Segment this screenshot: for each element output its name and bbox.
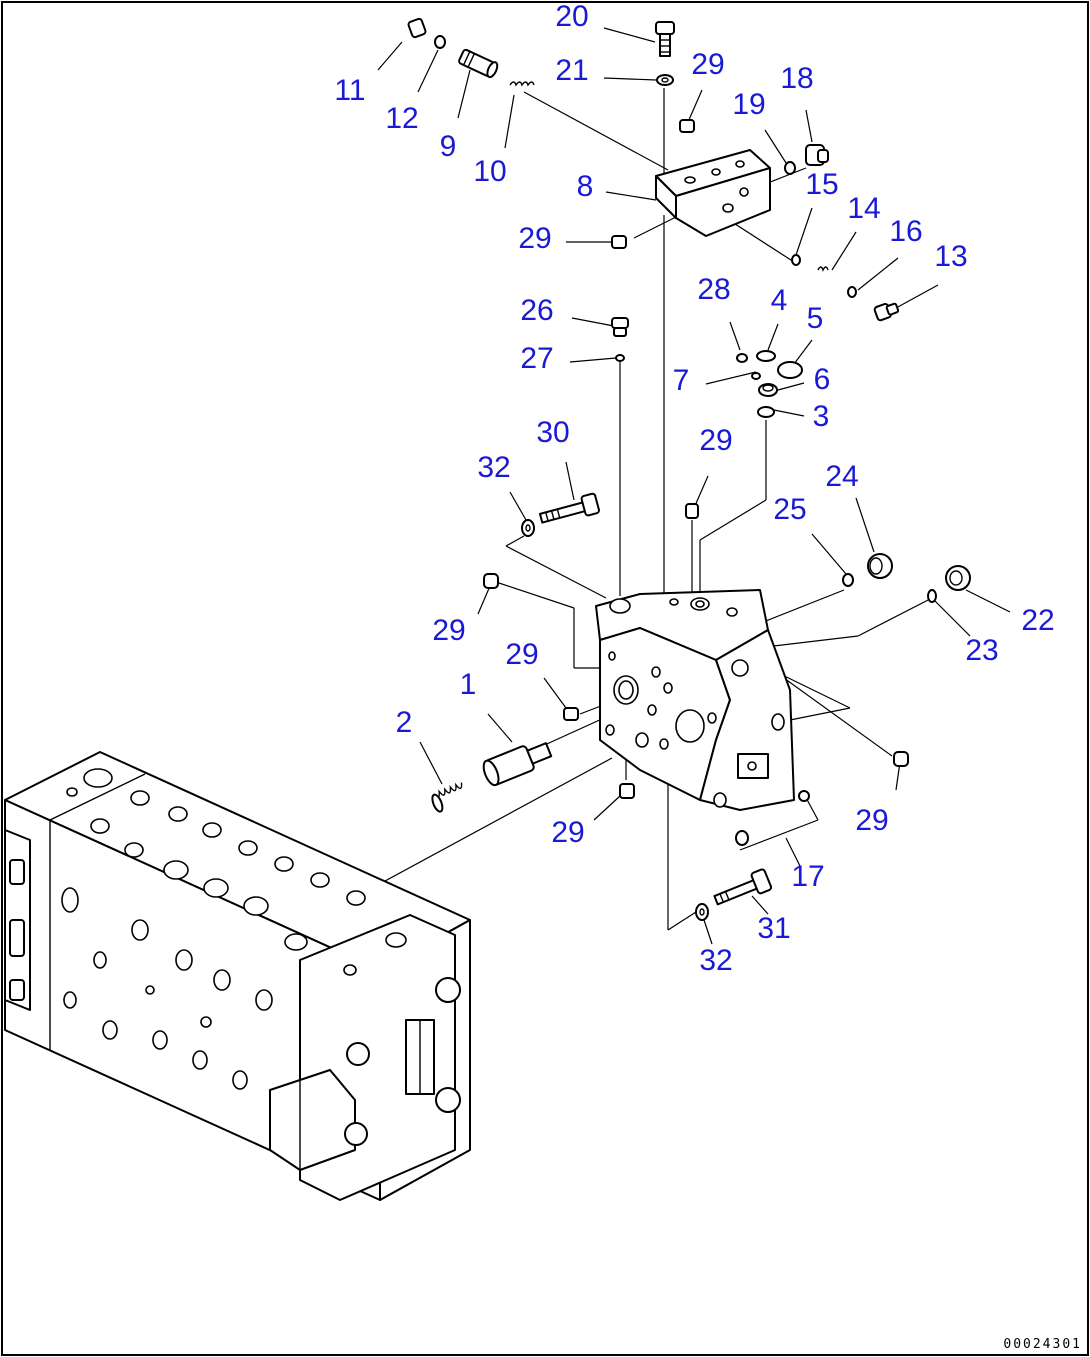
callout-6: 6 bbox=[814, 363, 831, 396]
callout-31: 31 bbox=[757, 912, 790, 945]
callout-7: 7 bbox=[673, 364, 690, 397]
callout-3: 3 bbox=[813, 400, 830, 433]
callout-16: 16 bbox=[889, 215, 922, 248]
callout-29-spool: 29 bbox=[505, 638, 538, 671]
callout-20: 20 bbox=[555, 0, 588, 33]
callout-11: 11 bbox=[334, 74, 365, 107]
callout-32-bottom: 32 bbox=[699, 944, 732, 977]
callout-24: 24 bbox=[825, 460, 858, 493]
callout-29-top: 29 bbox=[691, 48, 724, 81]
section-valve-block bbox=[595, 589, 795, 811]
drawing-code: 00024301 bbox=[1003, 1337, 1082, 1352]
callout-28: 28 bbox=[697, 273, 730, 306]
callout-29-left: 29 bbox=[432, 614, 465, 647]
callout-4: 4 bbox=[771, 284, 788, 317]
callout-17: 17 bbox=[791, 860, 824, 893]
leader-lines bbox=[349, 27, 1011, 945]
cover-block bbox=[655, 149, 771, 237]
callout-30: 30 bbox=[536, 416, 569, 449]
callout-13: 13 bbox=[934, 240, 967, 273]
callout-8: 8 bbox=[577, 170, 594, 203]
callout-23: 23 bbox=[965, 634, 998, 667]
callout-26: 26 bbox=[520, 294, 553, 327]
callout-25: 25 bbox=[773, 493, 806, 526]
callout-15: 15 bbox=[805, 168, 838, 201]
callout-29-mid: 29 bbox=[699, 424, 732, 457]
callout-2: 2 bbox=[396, 706, 413, 739]
callout-14: 14 bbox=[847, 192, 880, 225]
callout-labels: 20 11 12 9 10 21 29 18 19 8 15 14 16 13 … bbox=[334, 0, 1054, 977]
callout-32-top: 32 bbox=[477, 451, 510, 484]
callout-27: 27 bbox=[520, 342, 553, 375]
small-parts bbox=[407, 17, 971, 921]
callout-5: 5 bbox=[807, 302, 824, 335]
callout-29-cover: 29 bbox=[518, 222, 551, 255]
callout-29-bottom: 29 bbox=[551, 816, 584, 849]
callout-12: 12 bbox=[385, 102, 418, 135]
callout-1: 1 bbox=[460, 668, 477, 701]
main-control-valve bbox=[4, 751, 471, 1201]
callout-18: 18 bbox=[780, 62, 813, 95]
callout-9: 9 bbox=[440, 130, 457, 163]
callout-22: 22 bbox=[1021, 604, 1054, 637]
callout-19: 19 bbox=[732, 88, 765, 121]
callout-10: 10 bbox=[473, 155, 506, 188]
callout-29-right: 29 bbox=[855, 804, 888, 837]
callout-21: 21 bbox=[555, 54, 588, 87]
